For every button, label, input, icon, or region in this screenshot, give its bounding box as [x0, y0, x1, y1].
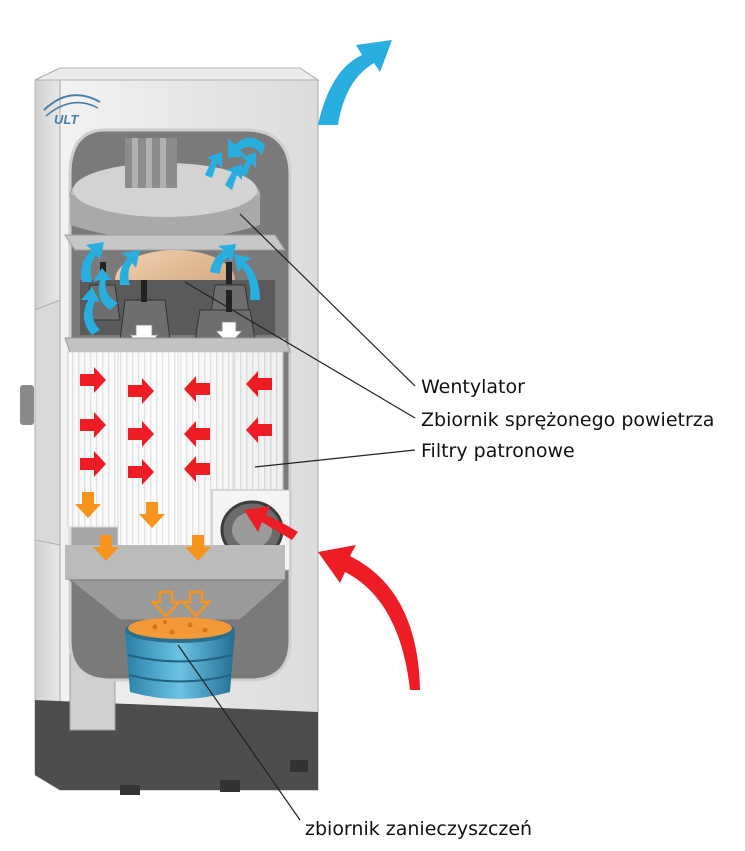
leader-line-bin [177, 644, 301, 821]
label-dust-bin: zbiornik zanieczyszczeń [305, 818, 533, 840]
clean-air-arrows [81, 40, 392, 335]
dirty-air-arrows [80, 367, 420, 690]
door-handle-icon [20, 385, 34, 425]
leader-line-filters [254, 449, 416, 468]
logo-text: ULT [54, 112, 79, 127]
inlet-arrow-icon [318, 545, 420, 690]
label-cartridge-filters: Filtry patronowe [421, 440, 575, 462]
dust-bin [125, 617, 235, 699]
fan [69, 138, 261, 240]
ult-logo: ULT [43, 94, 101, 127]
label-fan: Wentylator [421, 376, 525, 398]
label-compressed-air-tank: Zbiornik sprężonego powietrza [421, 409, 715, 431]
dust-flow-arrows [75, 492, 212, 618]
outlet-arrow-icon [228, 137, 265, 158]
leader-line-fan [239, 213, 416, 387]
compressed-air-tank [80, 250, 275, 351]
exhaust-arrow-icon [318, 40, 392, 125]
leader-line-tank [184, 281, 416, 419]
hopper [65, 545, 287, 621]
